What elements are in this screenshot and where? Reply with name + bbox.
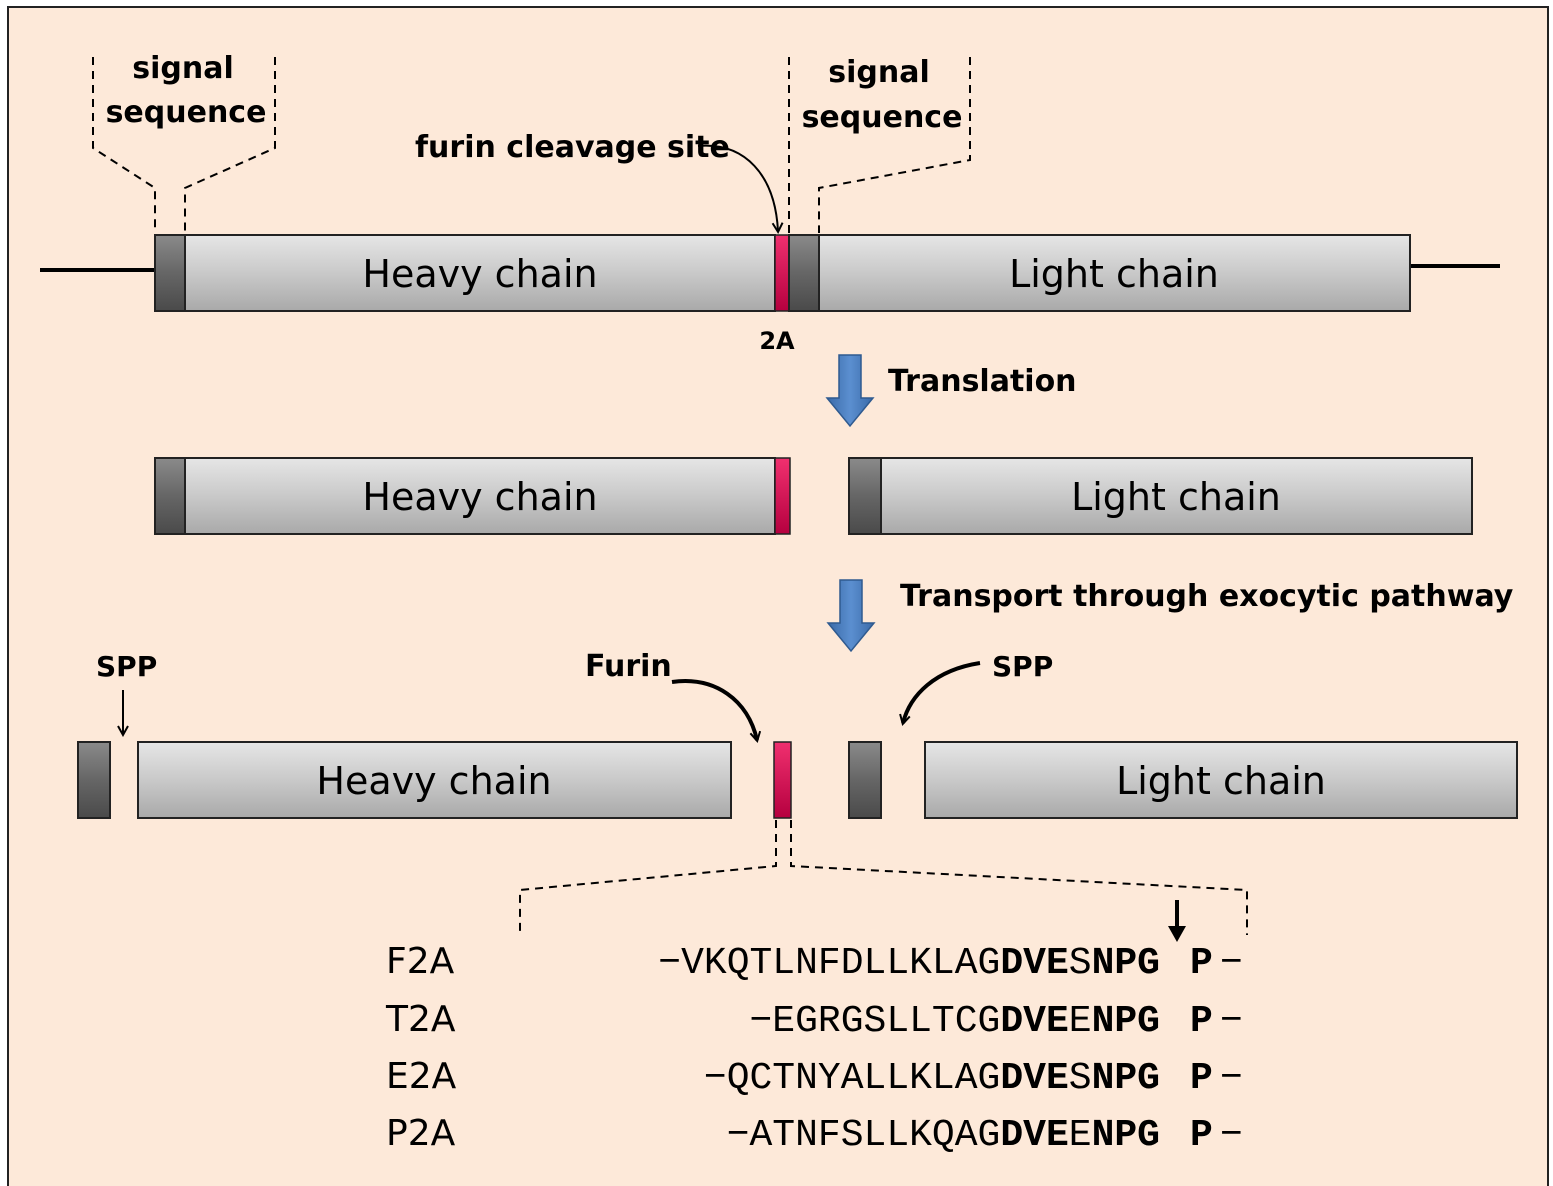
translation-arrow-icon bbox=[825, 354, 875, 428]
translation-label: Translation bbox=[888, 364, 1077, 399]
heavy-chain-box-row3 bbox=[137, 741, 732, 819]
sequence-p2a: P2A −ATNFSLLKQAGDVEENPG P − bbox=[386, 1113, 1243, 1157]
sequence-proline: P bbox=[1190, 1057, 1213, 1100]
signal-sequence-left-line2: sequence bbox=[106, 95, 267, 130]
site-2a-peptide-cleaved bbox=[773, 741, 792, 819]
signal-sequence-right-line1: signal bbox=[828, 55, 930, 90]
sequence-f2a: F2A −VKQTLNFDLLKLAGDVESNPG P − bbox=[386, 941, 1243, 985]
heavy-chain-box bbox=[184, 234, 776, 312]
heavy-chain-label-row3: Heavy chain bbox=[316, 759, 551, 803]
spp-right-arrow bbox=[903, 661, 981, 723]
signal-block-light bbox=[788, 234, 820, 312]
spp-left-label: SPP bbox=[96, 650, 157, 683]
furin-cleavage-arrow bbox=[697, 144, 778, 231]
sequence-suffix: − bbox=[1220, 1000, 1243, 1043]
spp-right-label: SPP bbox=[992, 650, 1053, 683]
signal-callout-left bbox=[92, 57, 276, 233]
signal-sequence-left-line1: signal bbox=[132, 51, 234, 86]
signal-peptide-heavy-cleaved bbox=[77, 741, 111, 819]
site-2a-block-row2 bbox=[774, 457, 791, 535]
furin-label: Furin bbox=[585, 649, 672, 684]
cleavage-point-arrow-head bbox=[1168, 926, 1186, 942]
sequence-t2a: T2A −EGRGSLLTCGDVEENPG P − bbox=[385, 999, 1243, 1043]
signal-block-heavy bbox=[154, 234, 186, 312]
label-2a: 2A bbox=[759, 327, 795, 355]
sequence-name: F2A bbox=[386, 941, 455, 982]
transport-label: Transport through exocytic pathway bbox=[900, 579, 1514, 614]
furin-cleavage-site-label: furin cleavage site bbox=[415, 130, 730, 165]
heavy-chain-label: Heavy chain bbox=[362, 252, 597, 296]
signal-callout-right bbox=[788, 57, 971, 233]
sequence-name: E2A bbox=[386, 1056, 457, 1097]
sequence-name: T2A bbox=[385, 999, 456, 1040]
sequence-body: −VKQTLNFDLLKLAGDVESNPG bbox=[658, 942, 1160, 985]
sequence-proline: P bbox=[1190, 1114, 1213, 1157]
signal-peptide-light-cleaved bbox=[848, 741, 882, 819]
signal-block-heavy-row2 bbox=[154, 457, 186, 535]
sequence-proline: P bbox=[1190, 1000, 1213, 1043]
site-2a-block bbox=[774, 234, 790, 312]
sequence-body: −QCTNYALLKLAGDVESNPG bbox=[704, 1057, 1160, 1100]
furin-arrow bbox=[671, 679, 757, 740]
sequence-suffix: − bbox=[1220, 942, 1243, 985]
sequence-e2a: E2A −QCTNYALLKLAGDVESNPG P − bbox=[386, 1056, 1243, 1100]
light-chain-box bbox=[818, 234, 1411, 312]
sequence-suffix: − bbox=[1220, 1057, 1243, 1100]
sequence-proline: P bbox=[1190, 942, 1213, 985]
sequence-suffix: − bbox=[1220, 1114, 1243, 1157]
sequence-callout bbox=[519, 820, 1248, 935]
diagram-background bbox=[7, 6, 1549, 1186]
light-chain-box-row3 bbox=[924, 741, 1518, 819]
transport-arrow-icon bbox=[826, 579, 876, 653]
signal-sequence-right-line2: sequence bbox=[802, 100, 963, 135]
light-chain-label-row3: Light chain bbox=[1116, 759, 1326, 803]
light-chain-label-row2: Light chain bbox=[1071, 475, 1281, 519]
sequence-body: −EGRGSLLTCGDVEENPG bbox=[750, 1000, 1161, 1043]
sequence-name: P2A bbox=[386, 1113, 456, 1154]
light-chain-box-row2 bbox=[880, 457, 1473, 535]
signal-block-light-row2 bbox=[848, 457, 882, 535]
heavy-chain-label-row2: Heavy chain bbox=[362, 475, 597, 519]
sequence-body: −ATNFSLLKQAGDVEENPG bbox=[727, 1114, 1160, 1157]
light-chain-label: Light chain bbox=[1009, 252, 1219, 296]
heavy-chain-box-row2 bbox=[184, 457, 776, 535]
